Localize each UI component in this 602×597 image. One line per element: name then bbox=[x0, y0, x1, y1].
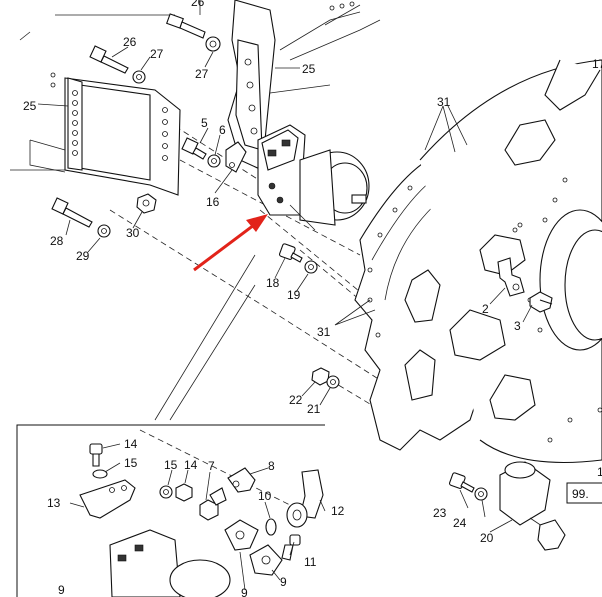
washer-6 bbox=[207, 154, 221, 168]
callout-12: 12 bbox=[331, 504, 345, 518]
elbow-fitting-2 bbox=[497, 257, 525, 297]
callout-8: 8 bbox=[268, 459, 275, 473]
fitting-7 bbox=[199, 487, 227, 521]
callout-23: 23 bbox=[433, 506, 447, 520]
callout-3: 3 bbox=[514, 319, 521, 333]
bolt-26-left bbox=[89, 45, 129, 74]
bolt-11 bbox=[281, 534, 301, 561]
detail-inset bbox=[16, 254, 325, 597]
plate-13 bbox=[79, 479, 136, 519]
washer-15-inset bbox=[92, 469, 108, 479]
leader-lines bbox=[37, 0, 533, 591]
washer-19 bbox=[304, 260, 318, 274]
callout-26: 26 bbox=[191, 0, 205, 9]
callout-22: 22 bbox=[289, 393, 303, 407]
wheel-hub-disc bbox=[419, 59, 602, 464]
callout-16: 16 bbox=[206, 195, 220, 209]
flange-9 bbox=[224, 519, 283, 576]
callout-26: 26 bbox=[123, 35, 137, 49]
elbow-12 bbox=[286, 469, 324, 528]
callout-25: 25 bbox=[23, 99, 37, 113]
callout-24: 24 bbox=[453, 516, 467, 530]
callout-27: 27 bbox=[150, 47, 164, 61]
callout-2: 2 bbox=[482, 302, 489, 316]
mounting-bracket-left bbox=[29, 72, 181, 196]
washer-21 bbox=[326, 375, 340, 389]
washer-24 bbox=[474, 487, 488, 501]
callout-31: 31 bbox=[317, 325, 331, 339]
plug-14-inset bbox=[175, 483, 193, 502]
bolt-23 bbox=[448, 472, 475, 493]
page-reference: 99. bbox=[572, 487, 589, 501]
motor-inset bbox=[109, 529, 231, 597]
callout-17: 17 bbox=[592, 57, 602, 71]
callout-29: 29 bbox=[76, 249, 90, 263]
callout-6: 6 bbox=[219, 123, 226, 137]
bolt-5 bbox=[181, 137, 207, 160]
callout-28: 28 bbox=[50, 234, 64, 248]
bolt-26-upper bbox=[166, 13, 206, 39]
page-reference-box: 99. bbox=[566, 482, 602, 504]
callout-5: 5 bbox=[201, 116, 208, 130]
sensor-20 bbox=[499, 461, 566, 551]
fitting-3 bbox=[529, 291, 553, 313]
washer-15-inset-2 bbox=[159, 485, 173, 499]
callout-14: 14 bbox=[184, 458, 198, 472]
callout-9: 9 bbox=[280, 575, 287, 589]
washer-29 bbox=[97, 224, 111, 238]
washer-27-left bbox=[132, 70, 146, 84]
mounting-bracket-upper bbox=[227, 0, 355, 171]
callout-31: 31 bbox=[437, 95, 451, 109]
callout-9: 9 bbox=[241, 586, 248, 597]
oring-10 bbox=[265, 518, 277, 536]
callout-13: 13 bbox=[47, 496, 61, 510]
callout-10: 10 bbox=[258, 489, 272, 503]
callout-14: 14 bbox=[124, 437, 138, 451]
callout-25: 25 bbox=[302, 62, 316, 76]
callout-20: 20 bbox=[480, 531, 494, 545]
callout-labels: 26 26 27 27 25 25 5 6 16 28 29 30 18 19 … bbox=[23, 0, 602, 597]
callout-1: 1 bbox=[597, 465, 602, 479]
bolt-18 bbox=[278, 243, 303, 263]
clip-16 bbox=[225, 141, 247, 173]
pointer-arrow bbox=[193, 214, 268, 272]
callout-30: 30 bbox=[126, 226, 140, 240]
nut-30 bbox=[136, 193, 157, 214]
bolt-14-inset bbox=[89, 443, 103, 467]
callout-27: 27 bbox=[195, 67, 209, 81]
bolt-28 bbox=[51, 197, 93, 228]
hydraulic-motor bbox=[257, 124, 370, 231]
callout-11: 11 bbox=[304, 555, 317, 569]
callout-15: 15 bbox=[164, 458, 178, 472]
callout-21: 21 bbox=[307, 402, 321, 416]
callout-9: 9 bbox=[58, 583, 65, 597]
callout-15: 15 bbox=[124, 456, 138, 470]
callout-18: 18 bbox=[266, 276, 280, 290]
callout-7: 7 bbox=[208, 459, 215, 473]
callout-19: 19 bbox=[287, 288, 301, 302]
washer-27-upper bbox=[205, 36, 221, 52]
elbow-8 bbox=[227, 467, 256, 493]
